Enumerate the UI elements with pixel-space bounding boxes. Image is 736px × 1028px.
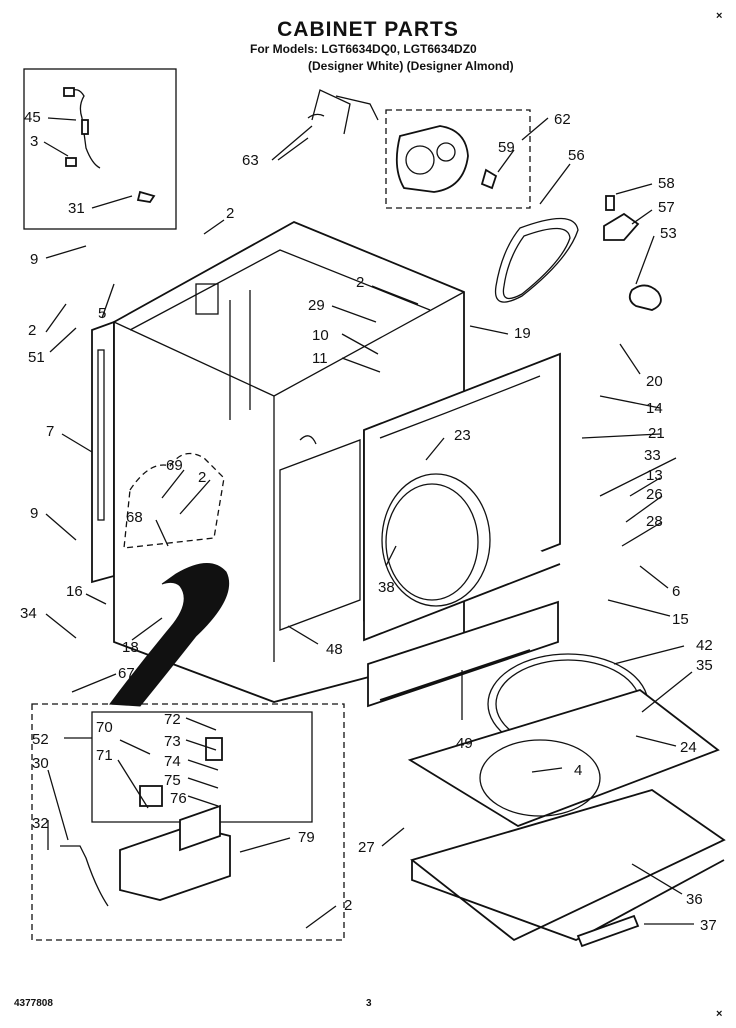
callout-45: 45 — [24, 109, 41, 126]
callout-75: 75 — [164, 772, 181, 789]
callout-29: 29 — [308, 297, 325, 314]
callout-70: 70 — [96, 719, 113, 736]
callout-52: 52 — [32, 731, 49, 748]
callout-35: 35 — [696, 657, 713, 674]
motor-inset — [385, 109, 531, 209]
callout-5: 5 — [98, 305, 106, 322]
callout-76: 76 — [170, 790, 187, 807]
callout-67: 67 — [118, 665, 135, 682]
callout-6: 6 — [672, 583, 680, 600]
callout-73: 73 — [164, 733, 181, 750]
page-title: CABINET PARTS — [277, 18, 459, 41]
callout-11: 11 — [312, 350, 328, 367]
callout-57: 57 — [658, 199, 675, 216]
idler-parts — [603, 195, 662, 311]
callout-10: 10 — [312, 327, 329, 344]
callout-58: 58 — [658, 175, 675, 192]
callout-48: 48 — [326, 641, 343, 658]
drive-belt-56 — [494, 217, 579, 303]
cabinet-left-panel — [91, 320, 115, 584]
models-line: For Models: LGT6634DQ0, LGT6634DZ0 — [250, 42, 477, 56]
part-number: 4377808 — [14, 998, 53, 1009]
callout-34: 34 — [20, 605, 37, 622]
callout-28: 28 — [646, 513, 663, 530]
callout-4: 4 — [574, 762, 582, 779]
callout-56: 56 — [568, 147, 585, 164]
callout-27: 27 — [358, 839, 375, 856]
callout-42: 42 — [696, 637, 713, 654]
callout-33: 33 — [644, 447, 661, 464]
callout-26: 26 — [646, 486, 663, 503]
callout-2-bottom: 2 — [344, 897, 352, 914]
callout-49: 49 — [456, 735, 473, 752]
callout-9-lower: 9 — [30, 505, 38, 522]
callout-2-top: 2 — [226, 205, 234, 222]
callout-31: 31 — [68, 200, 85, 217]
callout-74: 74 — [164, 753, 181, 770]
callout-3: 3 — [30, 133, 38, 150]
cabinet-cutaway — [123, 452, 225, 549]
callout-15: 15 — [672, 611, 689, 628]
callout-13: 13 — [646, 467, 663, 484]
support-bracket-63 — [307, 89, 379, 135]
burner-inset — [31, 703, 345, 941]
page-number: 3 — [366, 998, 372, 1009]
front-panel — [363, 352, 561, 642]
toe-panel — [367, 600, 559, 708]
callout-9: 9 — [30, 251, 38, 268]
callout-14: 14 — [646, 400, 663, 417]
base-foot-37 — [576, 914, 640, 948]
callout-2-left: 2 — [28, 322, 36, 339]
callout-69: 69 — [166, 457, 183, 474]
callout-53: 53 — [660, 225, 677, 242]
drum-seal — [407, 653, 720, 827]
callout-19: 19 — [514, 325, 531, 342]
callout-71: 71 — [96, 747, 113, 764]
callout-36: 36 — [686, 891, 703, 908]
corner-mark-bottom: × — [716, 1008, 723, 1020]
callout-labels: 45 3 31 63 62 59 56 58 57 53 9 5 2 2 51 … — [20, 109, 717, 934]
callout-62: 62 — [554, 111, 571, 128]
callout-16: 16 — [66, 583, 83, 600]
callout-30: 30 — [32, 755, 49, 772]
power-cord-inset — [23, 68, 177, 230]
callout-32: 32 — [32, 815, 49, 832]
leader-lines — [43, 117, 694, 929]
corner-mark-top: × — [716, 10, 723, 22]
callout-59: 59 — [498, 139, 515, 156]
callout-2-cut: 2 — [198, 469, 206, 486]
exhaust-duct — [109, 563, 230, 707]
cabinet-base — [410, 789, 726, 942]
colors-line: (Designer White) (Designer Almond) — [308, 59, 514, 73]
callout-2-mid: 2 — [356, 274, 364, 291]
callout-18: 18 — [122, 639, 139, 656]
callout-51: 51 — [28, 349, 45, 366]
callout-20: 20 — [646, 373, 663, 390]
callout-23: 23 — [454, 427, 471, 444]
callout-79: 79 — [298, 829, 315, 846]
callout-7: 7 — [46, 423, 54, 440]
callout-72: 72 — [164, 711, 181, 728]
callout-21: 21 — [648, 425, 665, 442]
callout-38: 38 — [378, 579, 395, 596]
callout-37: 37 — [700, 917, 717, 934]
callout-68: 68 — [126, 509, 143, 526]
callout-63: 63 — [242, 152, 259, 169]
callout-24: 24 — [680, 739, 697, 756]
